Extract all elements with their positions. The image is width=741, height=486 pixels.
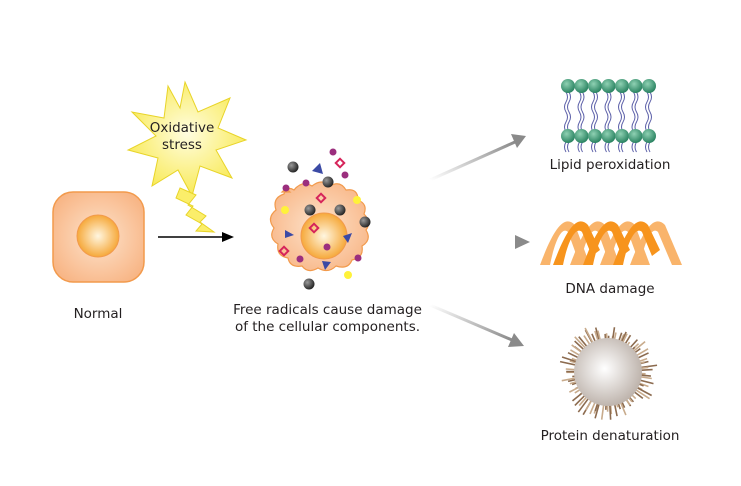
lipid-head [561, 79, 575, 93]
caption-line2: of the cellular components. [234, 319, 421, 335]
radical-blue [285, 230, 294, 238]
radical-dark [322, 176, 334, 188]
lipid-peroxidation-label: Lipid peroxidation [549, 157, 671, 173]
lipid-head [628, 129, 643, 143]
lipid-head [601, 129, 616, 143]
radical-dark [303, 278, 315, 290]
caption-line1: Free radicals cause damage [233, 302, 422, 318]
normal-label: Normal [73, 306, 123, 322]
lipid-head [588, 79, 602, 93]
lipid-head [601, 79, 616, 93]
lipid-tail [634, 91, 639, 153]
arrow-to-protein-icon [429, 303, 524, 347]
lipid-tail [631, 91, 636, 153]
free-radicals [278, 148, 371, 290]
radical-purple [282, 148, 362, 263]
lipid-tail [594, 91, 598, 153]
radical-dark [304, 204, 316, 216]
lipid-head [574, 79, 589, 93]
lipid-head [615, 79, 629, 93]
radical-red [278, 157, 346, 257]
lipid-bilayer-icon [561, 79, 656, 153]
lipid-tail [648, 91, 652, 153]
arrow-to-dna-icon [425, 235, 530, 249]
radical-dark [359, 216, 371, 228]
lightning-bolt-icon [175, 187, 216, 233]
lipid-tail [621, 91, 625, 153]
lipid-head [588, 129, 602, 143]
lipid-head [642, 129, 656, 143]
arrow-to-lipid-icon [429, 134, 526, 182]
protein-spike [594, 402, 601, 419]
lipid-tail [580, 91, 585, 153]
lipid-tail [604, 91, 609, 153]
oxidative-label-line1: Oxidative [149, 120, 215, 136]
radical-blue [322, 261, 331, 270]
protein-denaturation-label: Protein denaturation [540, 428, 680, 444]
normal-cell-icon [52, 191, 145, 283]
oxidative-label-line2: stress [162, 137, 202, 153]
lipid-head [574, 129, 589, 143]
free-radicals-caption: Free radicals cause damage of the cellul… [215, 302, 440, 336]
radical-dark [287, 161, 299, 173]
lipid-tail [607, 91, 612, 153]
radical-blue [343, 233, 352, 243]
lipid-head [615, 129, 629, 143]
lipid-tail [645, 91, 649, 153]
dna-helix-icon [540, 221, 682, 265]
black-arrow-icon [158, 232, 234, 242]
lipid-tail [564, 91, 568, 153]
protein-spike [635, 386, 653, 397]
oxidative-stress-burst-icon [126, 80, 248, 198]
radical-blue [312, 163, 323, 174]
protein-spike [574, 336, 587, 350]
lipid-head [628, 79, 643, 93]
lipid-tail [577, 91, 582, 153]
oxidative-stress-label: Oxidative stress [142, 120, 222, 154]
lipid-head [642, 79, 656, 93]
radical-yellow [281, 196, 361, 279]
lipid-head [561, 129, 575, 143]
lipid-tail [567, 91, 571, 153]
dna-damage-label: DNA damage [565, 281, 655, 297]
lipid-tail [591, 91, 595, 153]
lipid-tail [618, 91, 622, 153]
radical-dark [334, 204, 346, 216]
denatured-protein-icon [559, 327, 658, 420]
